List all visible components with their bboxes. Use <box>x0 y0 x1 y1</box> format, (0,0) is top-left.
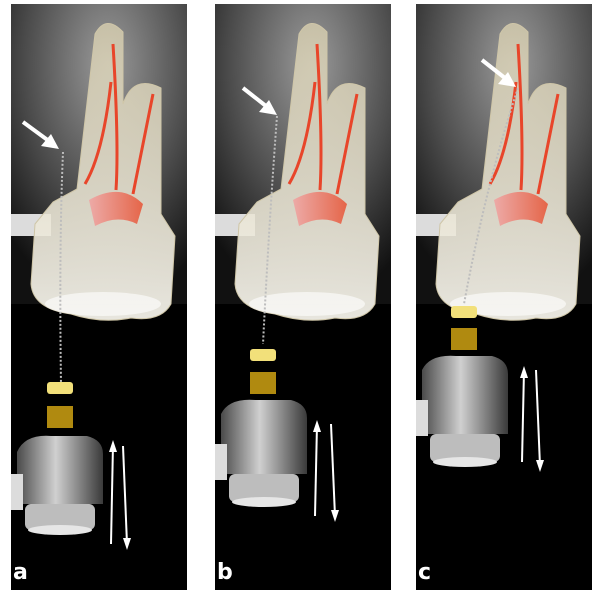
handpiece-cap-face <box>28 525 92 535</box>
handpiece-neck <box>11 474 23 510</box>
panel-label: a <box>13 562 28 584</box>
file-shank <box>47 406 73 428</box>
panel-a: a <box>11 4 187 590</box>
access-cavity <box>45 292 161 316</box>
panel-label: b <box>217 562 233 584</box>
silicone-stopper <box>451 306 477 318</box>
handpiece-neck <box>416 400 428 436</box>
panel-label: c <box>418 562 431 584</box>
file-shank <box>451 328 477 350</box>
handpiece-head <box>422 356 508 434</box>
silicone-stopper <box>47 382 73 394</box>
silicone-stopper <box>250 349 276 361</box>
panel-c-illustration <box>416 4 592 590</box>
reciprocating-motion-icon <box>520 366 544 472</box>
panel-a-illustration <box>11 4 187 590</box>
file-shank <box>250 372 276 394</box>
handpiece-neck <box>215 444 227 480</box>
handpiece-head <box>221 400 307 474</box>
panel-c: c <box>416 4 592 590</box>
panel-b-illustration <box>215 4 391 590</box>
panel-b: b <box>215 4 391 590</box>
handpiece-head <box>17 436 103 504</box>
reciprocating-motion-icon <box>109 440 131 550</box>
reciprocating-motion-icon <box>313 420 339 522</box>
handpiece-cap-face <box>433 457 497 467</box>
handpiece-cap-face <box>232 497 296 507</box>
